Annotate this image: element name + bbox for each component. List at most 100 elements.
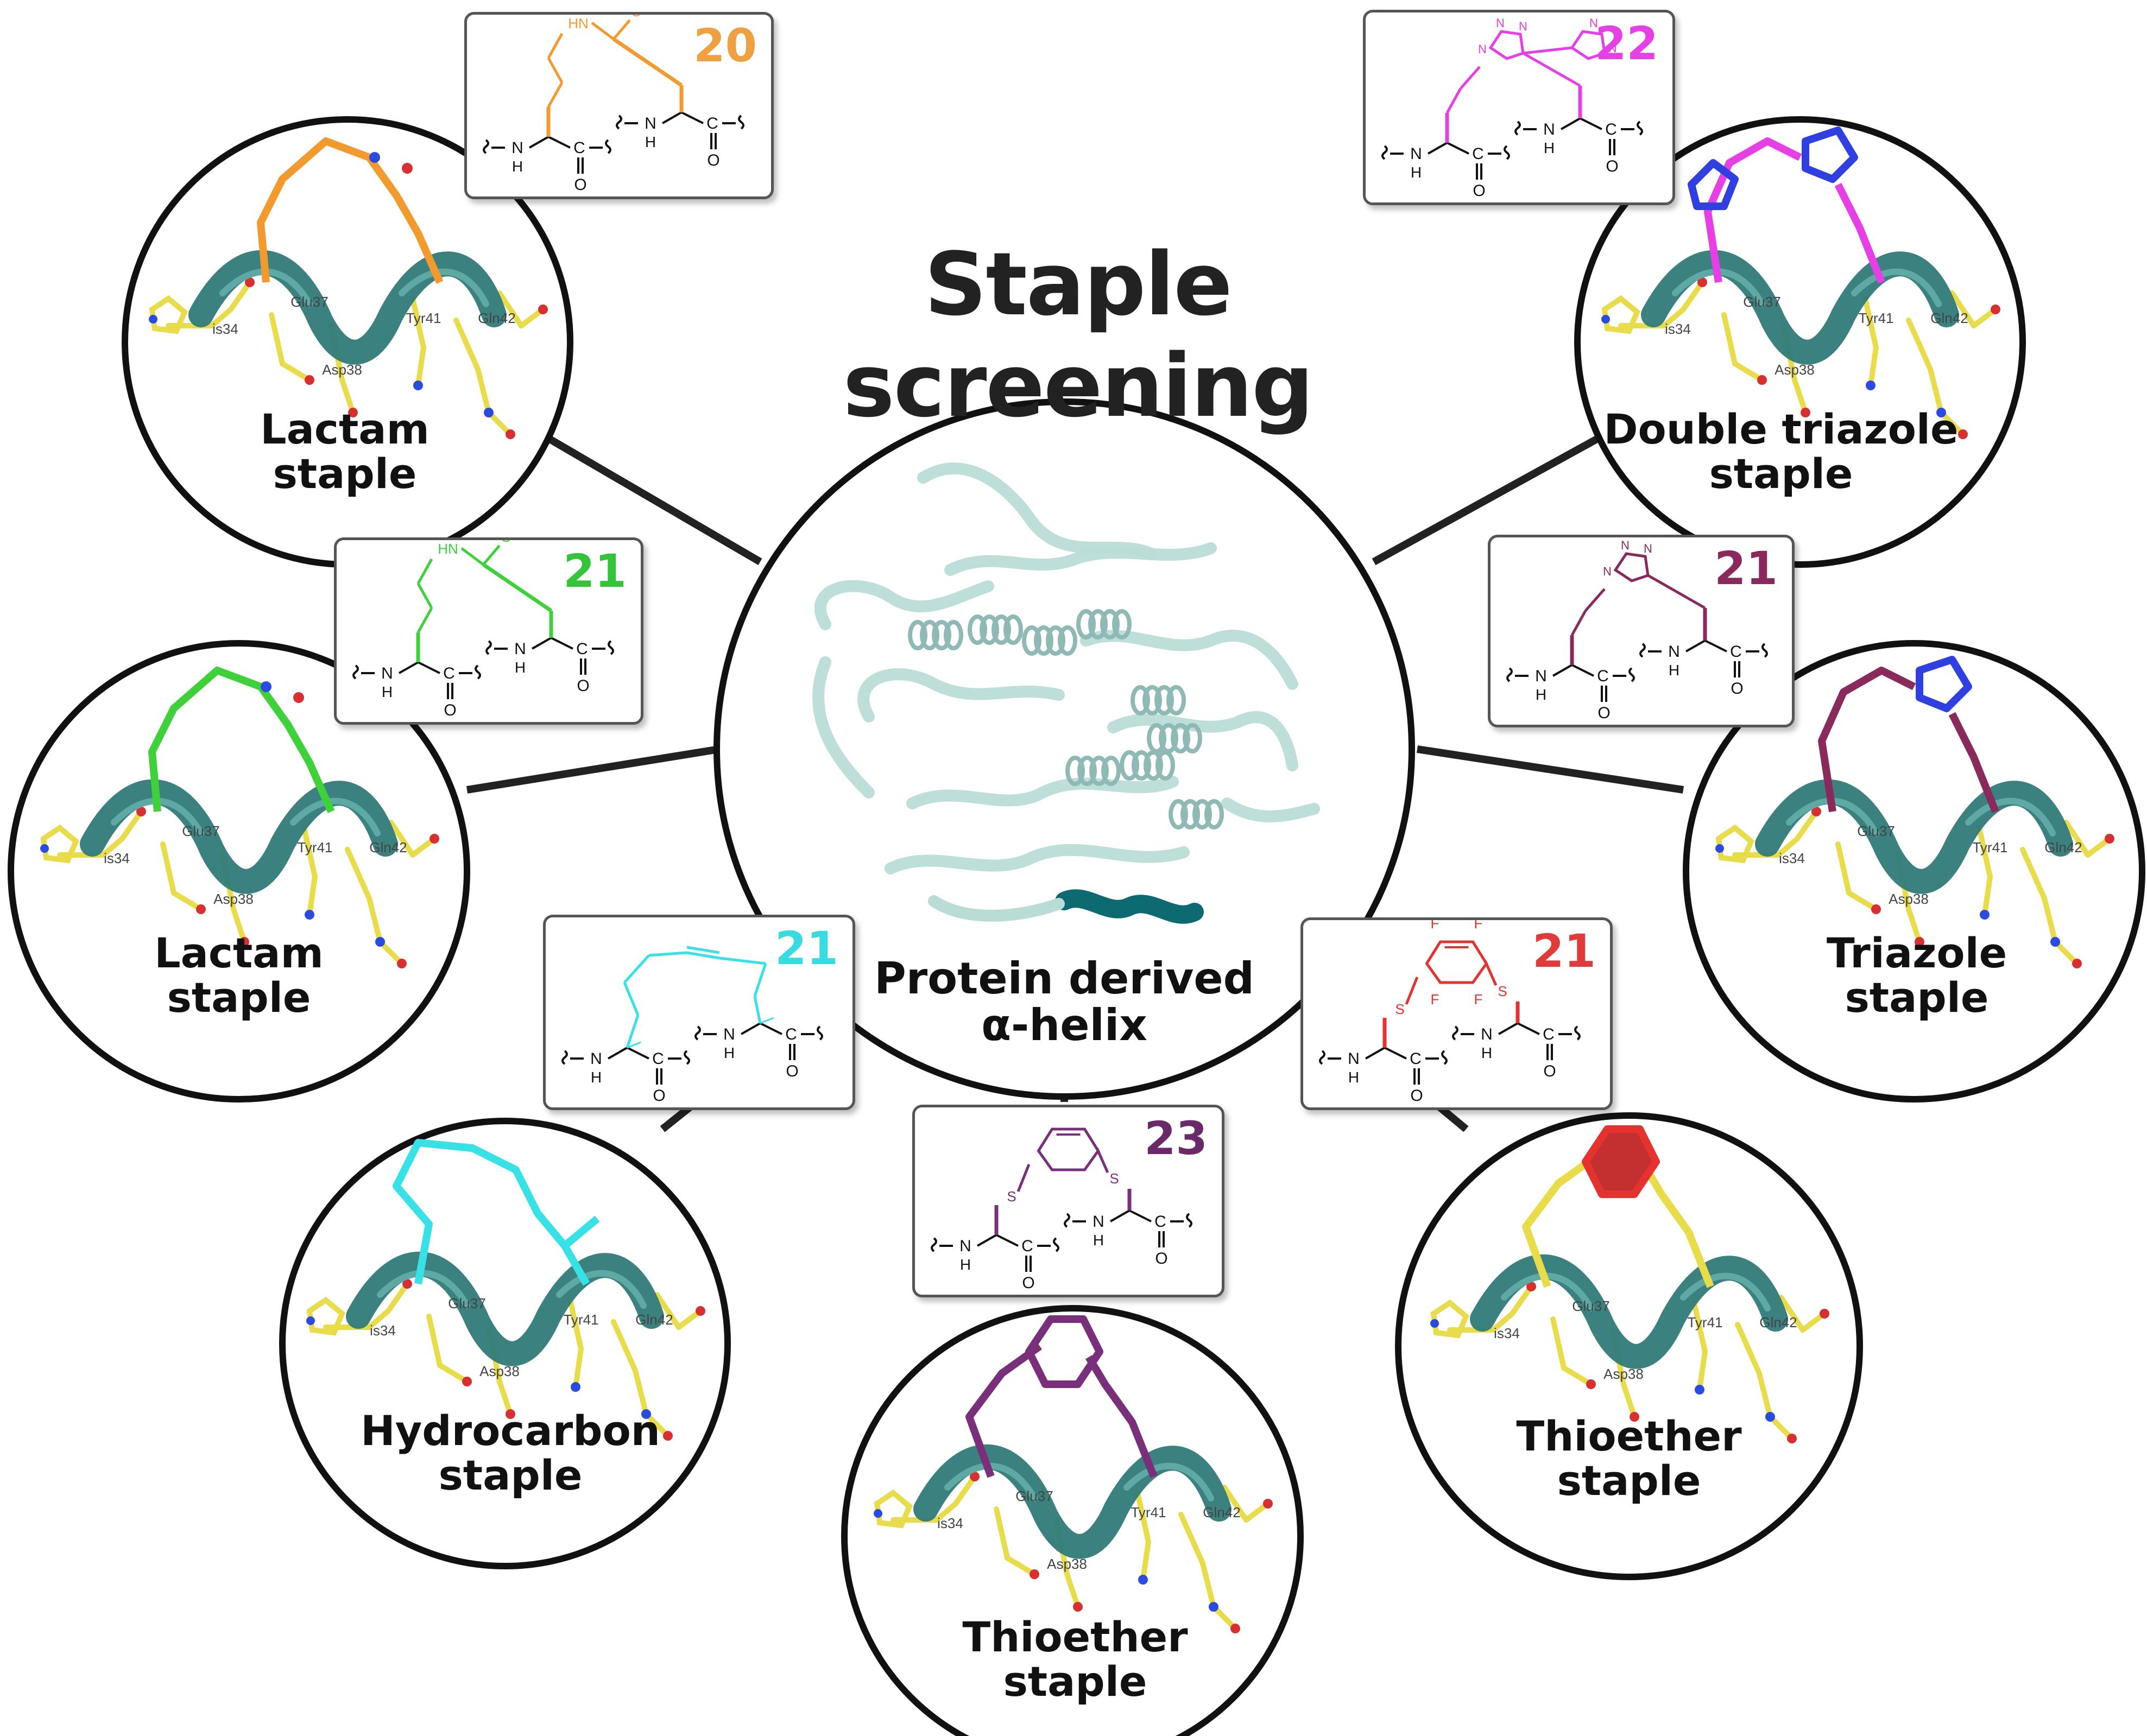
staple-bond (623, 982, 640, 1016)
atom-tip (462, 1377, 472, 1386)
atom-label-c: C (1605, 121, 1617, 138)
staple-bond (719, 956, 766, 965)
atom-tip (245, 277, 255, 287)
atom-tip (136, 807, 146, 816)
nitrogen-atom (40, 844, 49, 853)
sidechain-stick (1721, 312, 1738, 366)
protein-coil (1022, 625, 1041, 656)
protein-ribbon (906, 776, 1179, 809)
atom-label-o: O (653, 1087, 665, 1105)
imidazole-ring (306, 1296, 346, 1336)
circle-outline (841, 1305, 1304, 1736)
staple-bond (626, 1015, 640, 1048)
sidechain-stick (377, 939, 405, 966)
atom-label-o: O (501, 540, 512, 545)
circle-outline (713, 398, 1415, 1100)
protein-coil (1089, 756, 1109, 786)
residue-label: Glu37 (1857, 823, 1895, 839)
squiggle-bond (1761, 643, 1768, 658)
residue-label: Gln42 (369, 839, 407, 856)
label-line2: staple (1845, 973, 1989, 1022)
squiggle-bond (561, 1050, 568, 1065)
squiggle-bond (605, 139, 611, 154)
protein-coil (1192, 799, 1212, 829)
bond (1552, 664, 1573, 677)
atom-label-c: C (573, 139, 585, 157)
staple-bond (1584, 588, 1606, 612)
bond (681, 111, 704, 124)
sidechain-stick (654, 1292, 681, 1330)
label-lactam-21: Lactam staple (109, 929, 369, 1020)
squiggle-bond (1319, 1050, 1325, 1065)
residue-label: is34 (937, 1515, 963, 1531)
imidazole-ring (149, 295, 188, 334)
atom-label-h: H (515, 659, 526, 676)
protein-coil (1142, 685, 1162, 715)
atom-tip (1866, 381, 1876, 390)
atom-label-n: N (381, 664, 393, 682)
atom-label-o: O (786, 1062, 798, 1080)
bond (1365, 1047, 1385, 1060)
nitrogen-atom (874, 1509, 882, 1518)
atom-label-n: N (1481, 1025, 1493, 1043)
triazole-ring (1488, 30, 1525, 60)
sidechain-stick (301, 825, 318, 879)
residue-label: Gln42 (1930, 310, 1968, 326)
residue-label: Asp38 (1047, 1556, 1087, 1572)
staple-number: 21 (1532, 924, 1596, 978)
atom-label-n: N (1478, 42, 1487, 56)
protein-coil (1171, 723, 1190, 753)
helix-highlight (399, 268, 489, 307)
connector-lactam-20 (530, 425, 762, 566)
chemical-structure: NHCONHCOHNO (352, 540, 614, 719)
protein-ribbon (1221, 797, 1320, 822)
bond (551, 637, 573, 650)
sidechain-stick (1621, 1382, 1637, 1420)
protein-ribbon (857, 668, 1065, 723)
label-line1: Lactam (154, 929, 324, 977)
atom-label-o: O (1606, 157, 1618, 175)
helix-ribbon (80, 779, 398, 894)
residue-label: Tyr41 (1131, 1504, 1166, 1520)
atom-tip (1787, 1434, 1797, 1443)
atom-label-n: N (1519, 20, 1527, 33)
atom-label-h: H (960, 1256, 971, 1273)
staple-bond (460, 547, 484, 566)
atom-label-f: F (1431, 920, 1439, 932)
atom-label-c: C (1021, 1237, 1033, 1255)
staple-linker (1522, 1153, 1599, 1288)
atom-label-n: N (1589, 16, 1598, 30)
atom-label-f: F (1431, 991, 1439, 1008)
chemical-structure: NHCONHCOHNO (483, 15, 744, 194)
atom-label-c: C (1543, 1025, 1555, 1043)
protein-coil (1034, 625, 1053, 656)
sidechain-stick (1064, 1572, 1081, 1610)
atom-label-n: N (1348, 1050, 1360, 1068)
protein-coil (1003, 614, 1023, 645)
sidechain-stick (1906, 318, 1933, 372)
staple-linker (965, 1343, 1043, 1478)
atom-label-o: O (1731, 680, 1743, 698)
helix-highlight (1786, 797, 1879, 837)
atom-label-o: O (444, 701, 456, 719)
squiggle-bond (616, 115, 622, 130)
atom-label-c: C (576, 640, 588, 658)
nitrogen-atom (1430, 1319, 1439, 1328)
aromatic-ring (1037, 1127, 1100, 1171)
residue-label: is34 (1494, 1325, 1520, 1341)
bond (399, 661, 419, 674)
bond (529, 136, 549, 149)
staple-bond (482, 563, 552, 612)
atom-label-h: H (1093, 1232, 1104, 1249)
sidechain-stick (280, 361, 312, 383)
imidazole-ring (1430, 1299, 1470, 1339)
protein-coil (1155, 750, 1175, 781)
atom-label-h: H (1411, 164, 1422, 181)
residue-label: Tyr41 (563, 1311, 598, 1328)
atom-tip (2105, 834, 2114, 844)
helix-highlight (1965, 797, 2056, 837)
atom-tip (484, 408, 494, 417)
nitrogen-atom (1601, 315, 1610, 324)
